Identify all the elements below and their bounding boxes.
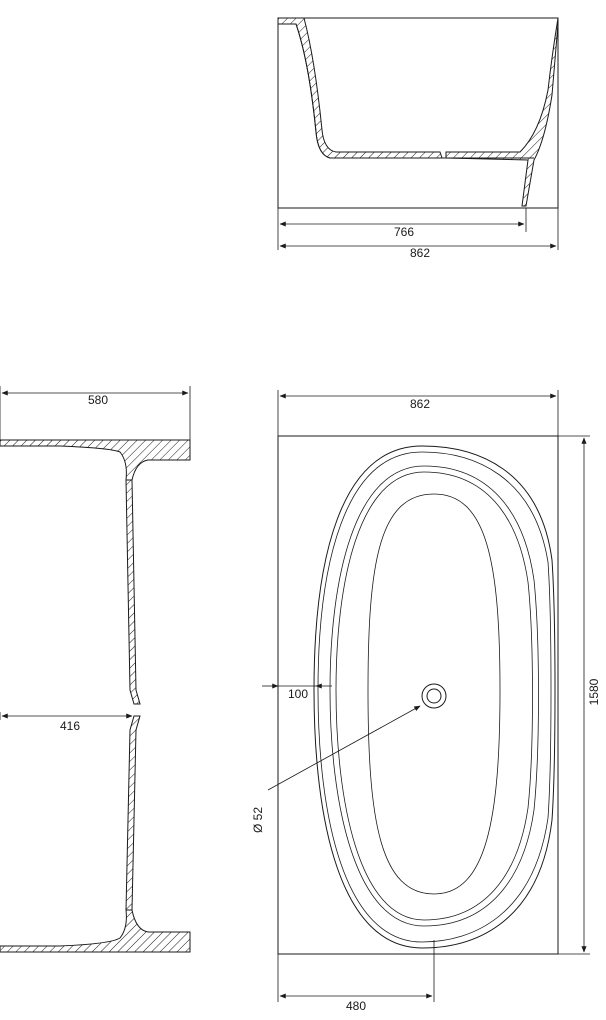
dim-label-drain-offset: 480 xyxy=(346,999,366,1013)
dim-label-outer-width-plan: 862 xyxy=(410,397,430,411)
side-wall-upper-hatch xyxy=(125,479,141,705)
drain-leader-line xyxy=(267,705,421,791)
dim-label-length: 1580 xyxy=(587,678,601,705)
dim-label-inner-width: 766 xyxy=(394,225,414,239)
section-inner-outline xyxy=(295,23,534,159)
side-wall-lower-hatch xyxy=(125,715,141,911)
tub-outer-rim-line-2 xyxy=(317,451,552,943)
tub-inner-rim-line-2 xyxy=(335,471,533,921)
side-section-view: 580 416 xyxy=(0,386,191,953)
dim-label-middle-width: 416 xyxy=(60,719,80,733)
section-frame xyxy=(277,17,559,209)
side-bottom-rim-hatch xyxy=(0,909,191,953)
section-wall-hatch-right xyxy=(445,17,559,207)
dim-label-drain-diameter: Ø 52 xyxy=(251,807,265,833)
tub-floor-outline xyxy=(367,493,501,895)
drain-outer xyxy=(421,683,447,709)
plan-view: 862 100 Ø 52 1580 480 xyxy=(251,390,601,1013)
top-section-view: 766 862 xyxy=(277,17,559,260)
side-top-rim-hatch xyxy=(0,439,191,481)
tub-inner-rim xyxy=(329,465,539,927)
tub-outer-rim xyxy=(313,445,556,949)
dim-label-top-width: 580 xyxy=(88,393,108,407)
dim-label-rim-offset: 100 xyxy=(288,687,308,701)
section-wall-hatch xyxy=(277,17,443,159)
drain-inner xyxy=(426,688,442,704)
dim-label-outer-width-top: 862 xyxy=(410,246,430,260)
plan-frame xyxy=(277,435,559,955)
